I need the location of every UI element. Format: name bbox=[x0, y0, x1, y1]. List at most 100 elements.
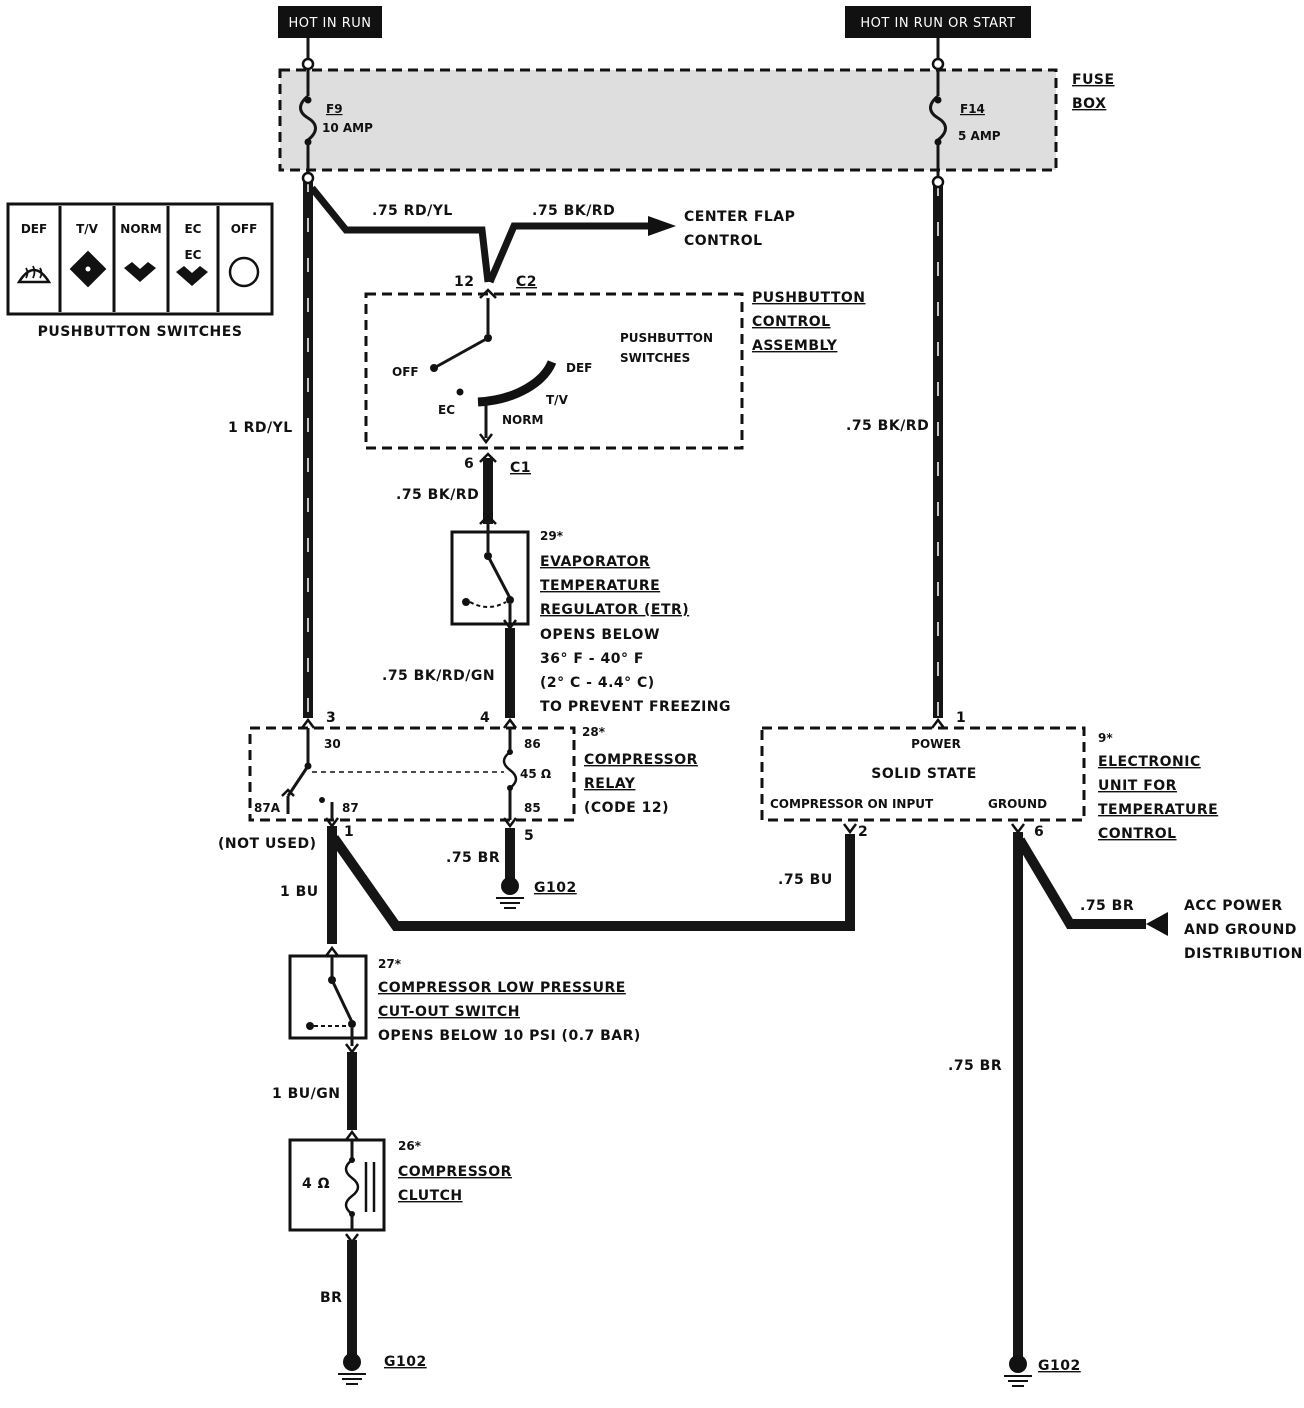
defrost-icon bbox=[16, 265, 52, 284]
off-circle-icon bbox=[228, 256, 260, 288]
compressor-relay: 3 4 30 86 45 Ω 87A 87 85 1 5 28* COMPRES… bbox=[218, 710, 698, 852]
svg-text:.75 BU: .75 BU bbox=[778, 872, 833, 888]
svg-text:TEMPERATURE: TEMPERATURE bbox=[1098, 802, 1218, 818]
svg-text:(CODE 12): (CODE 12) bbox=[584, 800, 669, 816]
svg-text:12: 12 bbox=[454, 274, 474, 290]
wire-075-br-acc: .75 BR ACC POWER AND GROUND DISTRIBUTION bbox=[1015, 837, 1303, 962]
hot-in-run-or-start-label: HOT IN RUN OR START bbox=[845, 6, 1031, 38]
svg-text:.75 BK/RD: .75 BK/RD bbox=[846, 418, 929, 434]
evaporator-temperature-regulator: 29* EVAPORATOR TEMPERATURE REGULATOR (ET… bbox=[450, 514, 731, 715]
svg-text:G102: G102 bbox=[384, 1354, 427, 1370]
svg-text:(NOT USED): (NOT USED) bbox=[218, 836, 316, 852]
svg-text:CONTROL: CONTROL bbox=[684, 233, 763, 249]
svg-text:CONTROL: CONTROL bbox=[752, 314, 831, 330]
svg-text:1: 1 bbox=[956, 710, 966, 726]
fuse-box: FUSE BOX bbox=[278, 68, 1115, 172]
svg-text:RELAY: RELAY bbox=[584, 776, 636, 792]
svg-text:NORM: NORM bbox=[502, 413, 543, 427]
svg-text:4 Ω: 4 Ω bbox=[302, 1176, 330, 1192]
wire-075-br-relay-ground: .75 BR bbox=[446, 828, 515, 880]
svg-text:DEF: DEF bbox=[566, 361, 592, 375]
pushbutton-control-assembly: PUSHBUTTON CONTROL ASSEMBLY PUSHBUTTON S… bbox=[364, 290, 865, 450]
wire-075-bk-rd-gn: .75 BK/RD/GN bbox=[382, 628, 515, 718]
svg-text:DISTRIBUTION: DISTRIBUTION bbox=[1184, 946, 1303, 962]
svg-text:EVAPORATOR: EVAPORATOR bbox=[540, 554, 650, 570]
svg-text:10 AMP: 10 AMP bbox=[322, 121, 373, 135]
svg-text:EC: EC bbox=[184, 222, 201, 236]
svg-text:30: 30 bbox=[324, 737, 341, 751]
svg-text:ASSEMBLY: ASSEMBLY bbox=[752, 338, 838, 354]
svg-text:CUT-OUT SWITCH: CUT-OUT SWITCH bbox=[378, 1004, 520, 1020]
svg-text:HOT IN RUN OR START: HOT IN RUN OR START bbox=[860, 16, 1015, 31]
svg-text:CENTER FLAP: CENTER FLAP bbox=[684, 209, 795, 225]
svg-text:.75 RD/YL: .75 RD/YL bbox=[372, 203, 453, 219]
ec-airflow-icon bbox=[176, 266, 208, 286]
wire-1-bu-gn: 1 BU/GN bbox=[272, 1052, 357, 1130]
svg-text:.75 BK/RD/GN: .75 BK/RD/GN bbox=[382, 668, 495, 684]
svg-text:COMPRESSOR ON INPUT: COMPRESSOR ON INPUT bbox=[770, 797, 934, 811]
wire-075-bk-rd-right: .75 BK/RD bbox=[846, 182, 943, 718]
svg-text:CONTROL: CONTROL bbox=[1098, 826, 1177, 842]
wire-075-bk-rd-mid: .75 BK/RD bbox=[396, 458, 493, 524]
svg-text:26*: 26* bbox=[398, 1139, 422, 1153]
svg-text:CLUTCH: CLUTCH bbox=[398, 1188, 463, 1204]
svg-text:F9: F9 bbox=[326, 102, 343, 116]
svg-text:REGULATOR (ETR): REGULATOR (ETR) bbox=[540, 602, 689, 618]
svg-text:36° F - 40° F: 36° F - 40° F bbox=[540, 651, 644, 667]
fuse-f14-terminal bbox=[931, 175, 945, 189]
connector-c1: 6 C1 bbox=[464, 452, 531, 476]
svg-text:.75 BK/RD: .75 BK/RD bbox=[396, 487, 479, 503]
wire-075-br-eu-ground: .75 BR bbox=[948, 832, 1023, 1358]
svg-text:HOT IN RUN: HOT IN RUN bbox=[288, 16, 371, 31]
svg-text:PUSHBUTTON: PUSHBUTTON bbox=[620, 331, 713, 345]
electronic-unit-temperature-control: 1 POWER SOLID STATE COMPRESSOR ON INPUT … bbox=[760, 710, 1218, 842]
svg-text:G102: G102 bbox=[1038, 1358, 1081, 1374]
svg-text:BR: BR bbox=[320, 1290, 342, 1306]
svg-text:UNIT FOR: UNIT FOR bbox=[1098, 778, 1177, 794]
svg-text:ELECTRONIC: ELECTRONIC bbox=[1098, 754, 1201, 770]
svg-text:DEF: DEF bbox=[21, 222, 47, 236]
svg-text:6: 6 bbox=[1034, 824, 1044, 840]
svg-text:COMPRESSOR: COMPRESSOR bbox=[398, 1164, 512, 1180]
wire-br-bottom: BR bbox=[320, 1240, 357, 1356]
svg-text:.75 BR: .75 BR bbox=[446, 850, 500, 866]
ground-g102-eu: G102 bbox=[1004, 1355, 1081, 1387]
svg-text:1: 1 bbox=[344, 824, 354, 840]
hot-in-run-label: HOT IN RUN bbox=[278, 6, 382, 38]
fuse-f14: F14 5 AMP bbox=[929, 38, 1001, 178]
ground-g102-clutch: G102 bbox=[338, 1353, 427, 1385]
svg-text:ACC POWER: ACC POWER bbox=[1184, 898, 1283, 914]
svg-text:AND GROUND: AND GROUND bbox=[1184, 922, 1297, 938]
svg-text:5 AMP: 5 AMP bbox=[958, 129, 1001, 143]
svg-text:FUSE: FUSE bbox=[1072, 72, 1115, 88]
svg-text:45 Ω: 45 Ω bbox=[520, 767, 551, 781]
wire-1-rd-yl: 1 RD/YL bbox=[228, 178, 313, 718]
svg-text:TEMPERATURE: TEMPERATURE bbox=[540, 578, 660, 594]
svg-text:OFF: OFF bbox=[392, 365, 419, 379]
svg-text:SWITCHES: SWITCHES bbox=[620, 351, 690, 365]
svg-text:COMPRESSOR: COMPRESSOR bbox=[584, 752, 698, 768]
svg-text:.75 BK/RD: .75 BK/RD bbox=[532, 203, 615, 219]
svg-text:NORM: NORM bbox=[120, 222, 161, 236]
wire-1-bu: 1 BU bbox=[280, 826, 337, 944]
svg-text:EC: EC bbox=[184, 248, 201, 262]
svg-text:87: 87 bbox=[342, 801, 359, 815]
svg-text:GROUND: GROUND bbox=[988, 797, 1047, 811]
diamond-icon bbox=[69, 250, 107, 288]
svg-text:OPENS BELOW 10 PSI (0.7 BAR): OPENS BELOW 10 PSI (0.7 BAR) bbox=[378, 1028, 641, 1044]
svg-text:1 BU: 1 BU bbox=[280, 884, 319, 900]
svg-text:C1: C1 bbox=[510, 460, 531, 476]
svg-text:COMPRESSOR LOW PRESSURE: COMPRESSOR LOW PRESSURE bbox=[378, 980, 626, 996]
svg-text:OPENS BELOW: OPENS BELOW bbox=[540, 627, 660, 643]
pushbutton-switch-panel: DEF T/V NORM EC OFF EC PUSHBUTTON SWITCH… bbox=[6, 202, 274, 340]
svg-text:G102: G102 bbox=[534, 880, 577, 896]
wire-075-bk-rd-center-flap: .75 BK/RD CENTER FLAP CONTROL bbox=[486, 203, 795, 284]
svg-text:EC: EC bbox=[438, 403, 455, 417]
svg-text:1 RD/YL: 1 RD/YL bbox=[228, 420, 293, 436]
svg-text:BOX: BOX bbox=[1072, 96, 1106, 112]
svg-text:4: 4 bbox=[480, 710, 490, 726]
svg-text:F14: F14 bbox=[960, 102, 985, 116]
svg-text:T/V: T/V bbox=[546, 393, 569, 407]
svg-text:C2: C2 bbox=[516, 274, 537, 290]
